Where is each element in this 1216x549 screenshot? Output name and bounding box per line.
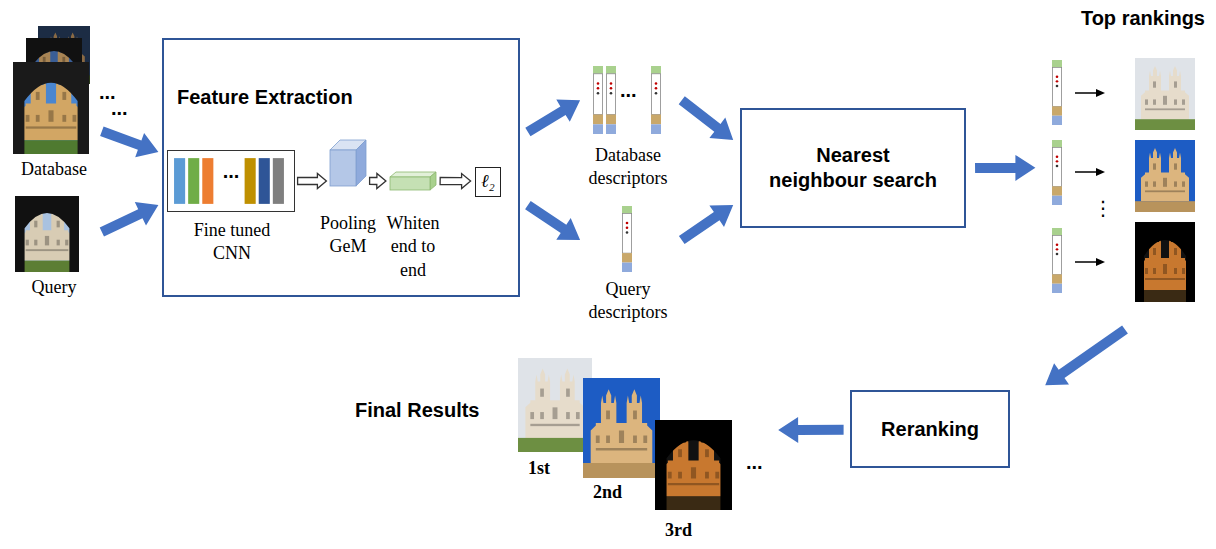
result-group: Final Results1st2nd3rd: [515, 355, 773, 545]
text-holder: Query descriptors: [573, 278, 683, 325]
node-label: 3rd: [665, 520, 692, 542]
flow-arrow: [679, 96, 734, 140]
flow-arrow: [525, 201, 580, 240]
text-holder: Whiten end to end: [376, 212, 450, 282]
flow-arrow: [778, 417, 843, 443]
process-box: Nearest neighbour search: [740, 108, 966, 228]
flow-arrow: [975, 155, 1035, 181]
node-label: Whiten end to end: [376, 212, 450, 282]
text-holder: Database descriptors: [573, 144, 683, 191]
text-holder: ⋮: [1093, 198, 1113, 218]
ellipsis-mark: ...: [216, 161, 246, 181]
photo: [15, 196, 79, 272]
pooling-cube: Pooling GeM: [330, 140, 366, 186]
ellipsis-mark: ...: [111, 98, 128, 118]
node-label: Top rankings: [1081, 6, 1205, 31]
node-label: ℓ₂: [481, 172, 495, 192]
ranking-list: Top rankings: [1045, 38, 1205, 303]
text-holder: ...: [111, 98, 128, 118]
node-label: Nearest neighbour search: [767, 143, 939, 193]
flow-arrow: [525, 100, 580, 137]
hollow-arrow: [298, 174, 327, 189]
photo: [518, 358, 592, 452]
text-holder: 1st: [528, 458, 550, 480]
cnn-block: ...Fine tuned CNN: [167, 150, 295, 212]
node-label: Query: [0, 276, 109, 299]
prism-shape: [390, 172, 436, 190]
text-holder: Database: [0, 158, 109, 181]
photo: [1135, 58, 1195, 130]
text-holder: ...: [216, 161, 246, 181]
image-group: Query: [8, 192, 100, 302]
flow-arrow: [100, 202, 159, 237]
hollow-arrow: [370, 174, 386, 189]
text-holder: Fine tuned CNN: [187, 219, 277, 266]
cube-shape: [330, 140, 366, 186]
descriptor-set: Database descriptors: [586, 64, 670, 138]
ellipsis-mark: ...: [746, 452, 763, 472]
node-label: 1st: [528, 458, 550, 480]
node-label: Final Results: [355, 398, 479, 423]
text-holder: ...: [746, 452, 763, 472]
node-label: Database: [0, 158, 109, 181]
hollow-arrow: [440, 174, 471, 189]
text-holder: ...: [620, 80, 637, 100]
photo: [13, 62, 89, 154]
pointer-arrows: [1075, 89, 1105, 266]
image-group: Database: [8, 25, 100, 182]
photo: [583, 378, 660, 478]
flow-arrow: [1045, 325, 1128, 385]
node-label: Feature Extraction: [177, 85, 353, 110]
photo: [1135, 222, 1195, 302]
ellipsis-mark: ⋮: [1093, 198, 1113, 218]
node-label: Database descriptors: [573, 144, 683, 191]
descriptor-set: Query descriptors: [586, 206, 670, 274]
process-box: Reranking: [850, 390, 1010, 468]
node-label: Fine tuned CNN: [187, 219, 277, 266]
flow-arrow: [100, 127, 158, 158]
text-holder: Feature Extraction: [177, 85, 353, 110]
text-holder: Pooling GeM: [319, 212, 377, 259]
text-holder: 2nd: [593, 482, 622, 504]
flow-arrow: [679, 205, 733, 244]
text-holder: Query: [0, 276, 109, 299]
text-holder: Final Results: [355, 398, 479, 423]
cnn-layers: [168, 151, 294, 211]
whiten-bar: Whiten end to end: [390, 172, 436, 190]
node-label: Pooling GeM: [319, 212, 377, 259]
norm-box: ℓ₂: [475, 167, 501, 197]
photo: [655, 420, 732, 510]
text-holder: 3rd: [665, 520, 692, 542]
node-label: Reranking: [881, 417, 979, 442]
module-box: Feature Extraction...Fine tuned CNNPooli…: [162, 38, 520, 297]
photo: [1135, 140, 1195, 212]
node-label: 2nd: [593, 482, 622, 504]
node-label: Query descriptors: [573, 278, 683, 325]
ellipsis-mark: ...: [620, 80, 637, 100]
text-holder: Top rankings: [1081, 6, 1205, 31]
